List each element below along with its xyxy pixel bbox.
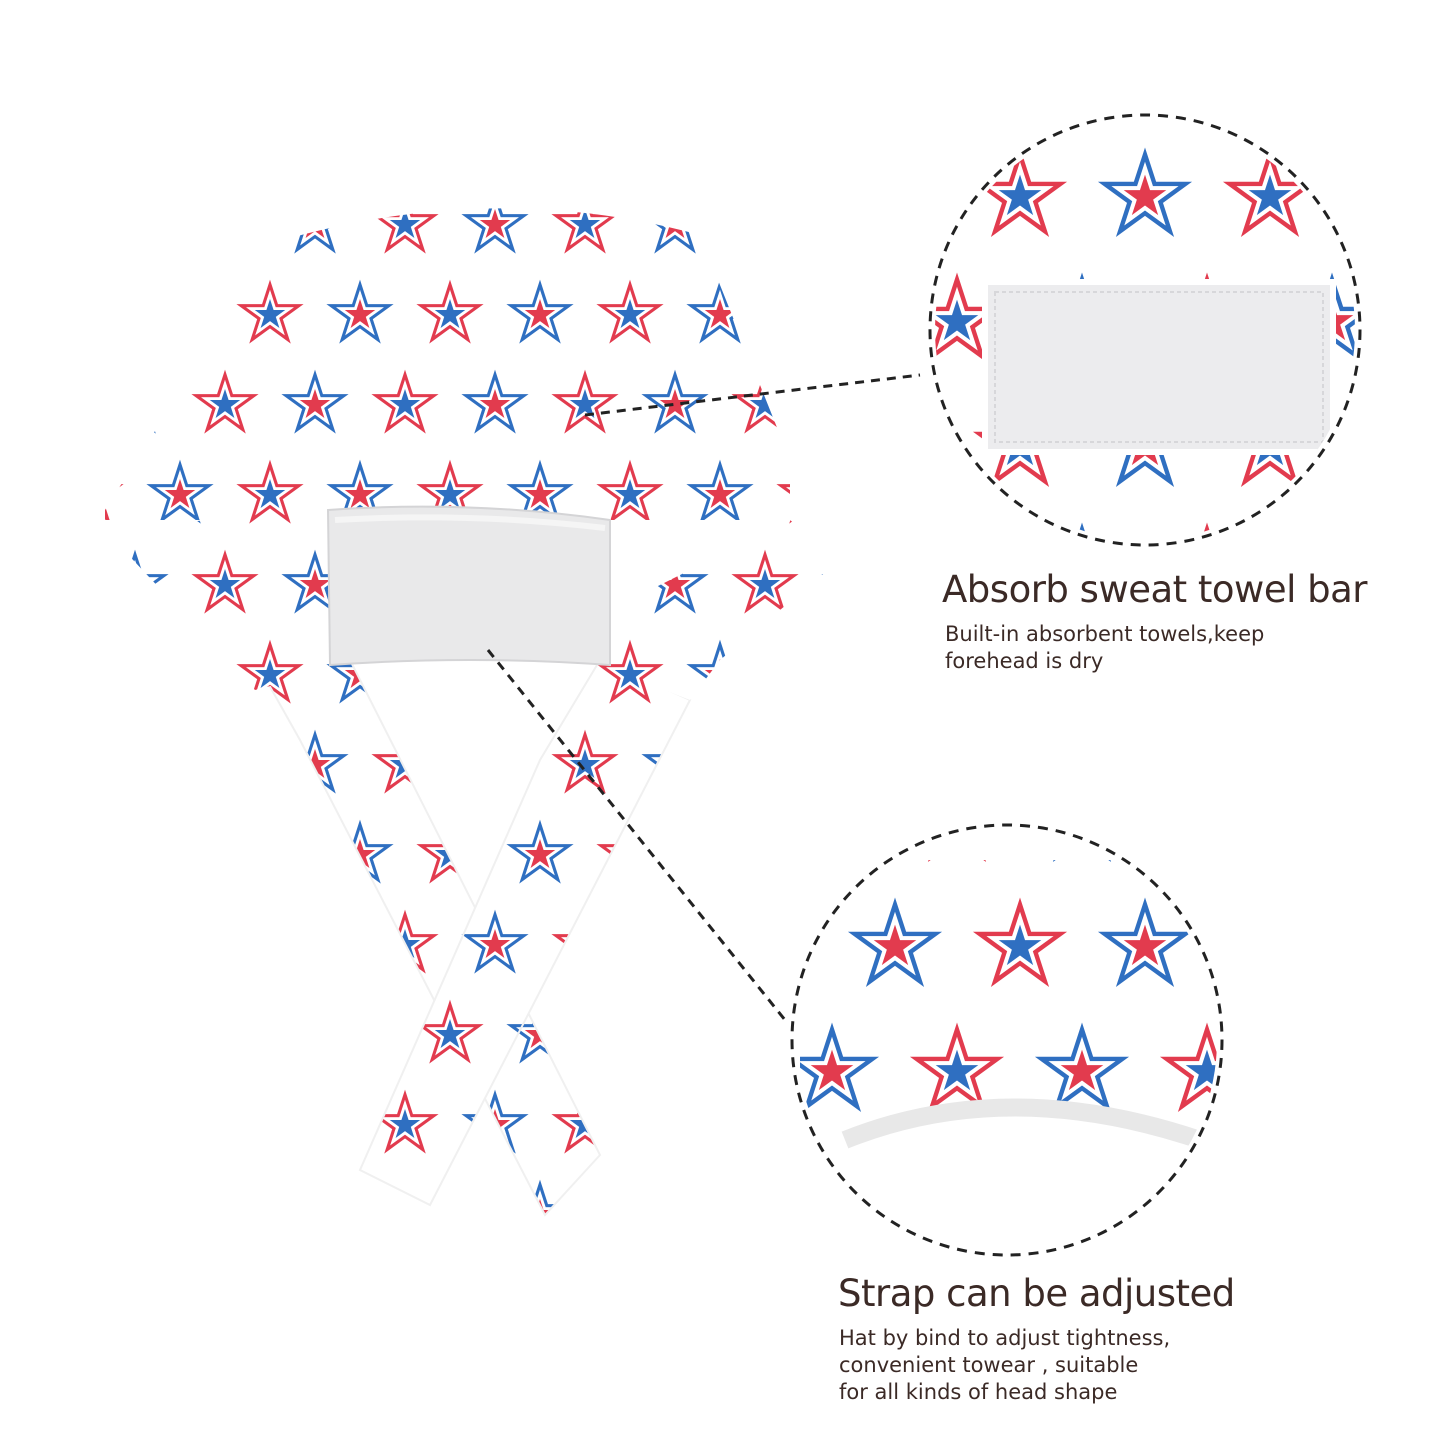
- strap-detail-callout: [790, 823, 1224, 1257]
- feature-title-strap: Strap can be adjusted: [838, 1272, 1235, 1315]
- towel-closeup: [982, 279, 1336, 455]
- feature-description-strap: Hat by bind to adjust tightness, conveni…: [839, 1325, 1170, 1406]
- feature-description-towel: Built-in absorbent towels,keep forehead …: [945, 621, 1264, 675]
- cap-back-flap: [105, 508, 840, 700]
- feature-description-line: Hat by bind to adjust tightness,: [839, 1326, 1171, 1350]
- cap-crown: [105, 208, 790, 521]
- elastic-closeup: [800, 860, 1217, 1140]
- feature-title-towel: Absorb sweat towel bar: [942, 568, 1368, 611]
- towel-detail-callout: [928, 113, 1362, 547]
- feature-description-line: Built-in absorbent towels,keep: [945, 622, 1265, 646]
- dashed-callout-circle: [790, 823, 1224, 1257]
- dashed-leader-line: [584, 373, 921, 417]
- feature-description-line: convenient towear , suitable: [839, 1353, 1139, 1377]
- feature-description-line: forehead is dry: [945, 649, 1104, 673]
- scrub-cap-illustration: [105, 208, 840, 1217]
- dashed-callout-circle: [928, 113, 1362, 547]
- towel-band: [326, 505, 611, 667]
- feature-description-line: for all kinds of head shape: [839, 1380, 1118, 1404]
